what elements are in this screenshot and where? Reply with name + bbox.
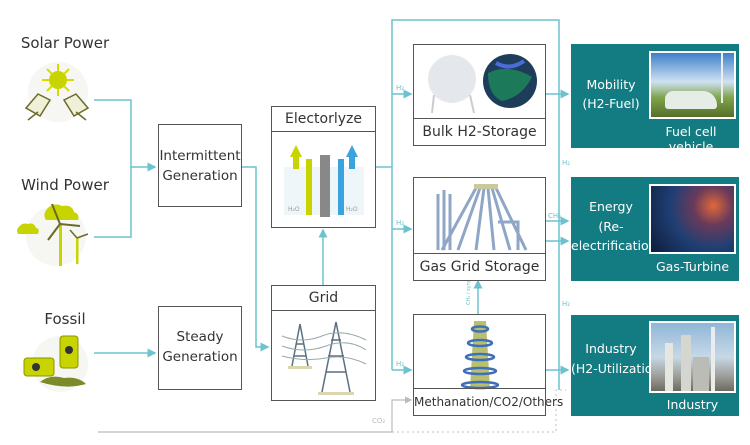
industry-caption: Industry bbox=[666, 397, 719, 412]
energy-label-2: (Re- bbox=[598, 219, 624, 234]
electrolysis-cell-icon: H₂O H₂O bbox=[282, 139, 366, 219]
steady-line2: Generation bbox=[162, 349, 238, 365]
line-dotted-return bbox=[392, 389, 566, 433]
gas-pipes-icon bbox=[432, 182, 532, 252]
mobility-label-2: (H2-Fuel) bbox=[582, 96, 640, 111]
flow-label-h2: H₂ bbox=[396, 219, 404, 227]
bulk-h2-storage-title: Bulk H2-Storage bbox=[414, 118, 545, 145]
electrolyze-title: Electorlyze bbox=[272, 107, 375, 132]
steady-generation-box: Steady Generation bbox=[158, 306, 242, 390]
svg-text:H₂O: H₂O bbox=[346, 206, 358, 213]
flow-label-h2: H₂ bbox=[396, 84, 404, 92]
wind-turbine-icon bbox=[16, 200, 96, 268]
mobility-caption: Fuel cell vehicle bbox=[665, 124, 717, 154]
industry-label-2: (H2-Utilization) bbox=[571, 361, 651, 376]
flow-label-h2: H₂ bbox=[396, 360, 404, 368]
fossil-barrel-icon bbox=[20, 334, 96, 394]
intermittent-line2: Generation bbox=[162, 168, 238, 184]
flow-label-ch4: CH₄ bbox=[548, 212, 561, 220]
grid-box: Grid bbox=[271, 285, 376, 401]
flow-label-co2: CO₂ bbox=[372, 417, 385, 425]
energy-label-1: Energy bbox=[589, 199, 633, 214]
flow-label-syngas: CH₄ / syngas bbox=[466, 273, 472, 305]
reactor-tower-icon bbox=[460, 319, 500, 391]
methanation-box: Methanation/CO2/Others bbox=[413, 314, 563, 416]
steady-line1: Steady bbox=[176, 329, 224, 345]
mobility-label-1: Mobility bbox=[586, 77, 636, 92]
grid-title: Grid bbox=[272, 286, 375, 311]
spherical-tank-icon bbox=[422, 51, 540, 114]
energy-label-3: electrification) bbox=[571, 238, 662, 253]
gas-grid-storage-title: Gas Grid Storage bbox=[414, 253, 545, 280]
methanation-title: Methanation/CO2/Others bbox=[414, 388, 563, 415]
svg-text:H₂O: H₂O bbox=[288, 206, 300, 213]
h2-bus bbox=[391, 19, 560, 390]
line-co2 bbox=[98, 396, 413, 433]
application-mobility: Mobility (H2-Fuel) Fuel cell vehicle bbox=[571, 44, 739, 154]
refinery-photo bbox=[649, 321, 736, 393]
electrolyze-box: Electorlyze H₂O H₂O bbox=[271, 106, 376, 228]
intermittent-generation-box: Intermittent Generation bbox=[158, 124, 242, 207]
flow-label-h2: H₂ bbox=[562, 300, 570, 308]
gas-turbine-photo bbox=[649, 184, 736, 254]
source-label-solar: Solar Power bbox=[20, 34, 110, 52]
gas-grid-storage-box: Gas Grid Storage bbox=[413, 177, 546, 281]
line-intermittent-grid bbox=[242, 166, 270, 352]
fuel-cell-car-photo bbox=[649, 51, 736, 119]
solar-panel-sun-icon bbox=[18, 60, 96, 126]
energy-caption: Gas-Turbine bbox=[655, 259, 730, 274]
line-solar bbox=[94, 99, 157, 172]
bulk-h2-storage-box: Bulk H2-Storage bbox=[413, 44, 546, 146]
power-pylon-icon bbox=[278, 316, 370, 396]
intermittent-line1: Intermittent bbox=[159, 148, 241, 164]
flow-label-h2: H₂ bbox=[562, 159, 570, 167]
line-wind bbox=[94, 167, 132, 238]
source-label-fossil: Fossil bbox=[44, 310, 86, 328]
industry-label-1: Industry bbox=[585, 341, 637, 356]
application-energy: Energy (Re- electrification) Gas-Turbine bbox=[571, 177, 739, 281]
application-industry: Industry (H2-Utilization) Industry bbox=[571, 315, 739, 416]
source-label-wind: Wind Power bbox=[21, 176, 109, 194]
